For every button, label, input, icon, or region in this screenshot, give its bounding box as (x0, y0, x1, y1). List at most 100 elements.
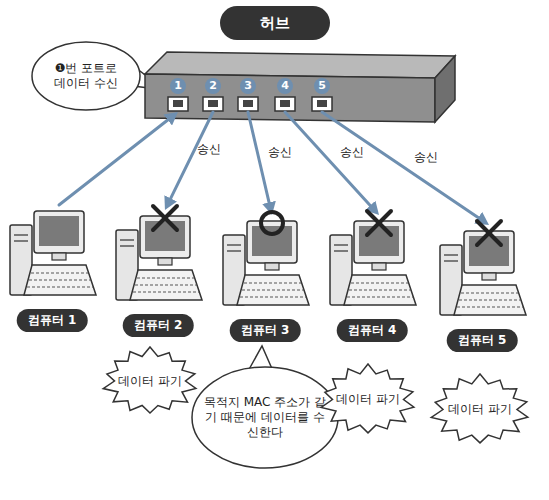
signal-arrow (248, 112, 270, 204)
monitor-stand (52, 253, 66, 260)
drive-slot (120, 245, 134, 246)
edge-label: 송신 (197, 141, 221, 158)
reject-mark-stroke (477, 221, 501, 245)
starburst-text: 데이터 파기 (448, 402, 512, 417)
drive-slot (334, 250, 348, 251)
monitor-screen (39, 216, 79, 246)
keyboard-keys (457, 307, 523, 308)
callout-number: 2 (205, 78, 221, 94)
signal-arrow (285, 112, 372, 207)
drive-slot (444, 260, 458, 261)
reject-mark-stroke (367, 211, 391, 235)
keyboard (24, 265, 96, 295)
keyboard-keys (27, 287, 93, 288)
port-socket (237, 96, 259, 112)
hub-body (145, 52, 455, 122)
callout-number: 5 (314, 78, 330, 94)
signal-arrow (322, 112, 480, 219)
hub-port: 2 (200, 78, 226, 112)
computer-illustration (2, 205, 102, 305)
starburst-callout: 데이터 파기 (428, 372, 532, 447)
reject-mark (153, 206, 177, 230)
starburst-callout: 데이터 파기 (100, 345, 200, 417)
computer-label: 컴퓨터 4 (337, 319, 408, 342)
monitor-frame (34, 211, 84, 253)
keyboard-keys (135, 285, 197, 286)
keyboard (454, 285, 526, 315)
hub-port: 4 (272, 78, 298, 112)
keyboard-keys (351, 283, 408, 284)
starburst-text: 데이터 파기 (336, 392, 400, 407)
port-socket (202, 96, 224, 112)
signal-arrow (170, 112, 213, 200)
port-socket-frame (275, 97, 295, 111)
port-socket-frame (203, 97, 223, 111)
speech-bubble: ❶번 포트로 데이터 수신 (30, 40, 142, 112)
drive-slot (334, 244, 348, 245)
speech-bubble-text: 목적지 MAC 주소가 같기 때문에 데이터를 수신한다 (203, 395, 328, 440)
text-holder: 데이터 파기 (318, 362, 418, 437)
drive-slot (120, 239, 134, 240)
starburst-shape (431, 374, 528, 443)
text-holder: ❶번 포트로 데이터 수신 (30, 40, 142, 112)
port-socket-hole (208, 100, 218, 107)
keyboard-keys (347, 297, 413, 298)
monitor-frame (247, 221, 297, 263)
keyboard-keys (133, 292, 199, 293)
monitor-screen (145, 221, 185, 251)
computer-terminal: 컴퓨터 3 (215, 215, 315, 345)
computer-label: 컴퓨터 3 (230, 319, 301, 342)
keyboard-keys (349, 290, 411, 291)
computer-terminal: 컴퓨터 4 (322, 215, 422, 345)
computer-terminal: 컴퓨터 2 (108, 210, 208, 340)
port-socket-hole (173, 100, 183, 107)
speech-bubble: 목적지 MAC 주소가 같기 때문에 데이터를 수신한다 (190, 365, 340, 470)
edge-label: 송신 (414, 149, 438, 166)
computer-label: 컴퓨터 5 (447, 329, 518, 352)
monitor-screen (252, 226, 292, 256)
hub-side-face (435, 56, 455, 122)
computer-label: 컴퓨터 1 (17, 309, 88, 332)
drive-slot (14, 234, 28, 235)
port-socket-hole (317, 100, 327, 107)
text-holder: 목적지 MAC 주소가 같기 때문에 데이터를 수신한다 (190, 365, 340, 470)
hub-title: 허브 (220, 6, 330, 40)
monitor-stand (482, 273, 496, 280)
monitor-screen (359, 226, 399, 256)
computer-terminal: 컴퓨터 5 (432, 225, 532, 355)
accept-mark (261, 212, 283, 234)
drive-slot (444, 254, 458, 255)
keyboard-keys (459, 300, 521, 301)
computer-terminal: 컴퓨터 1 (2, 205, 102, 335)
hub-port: 1 (165, 78, 191, 112)
keyboard-keys (242, 290, 304, 291)
text-holder: 데이터 파기 (428, 372, 532, 447)
callout-number: 3 (240, 78, 256, 94)
starburst-shape (321, 364, 414, 433)
monitor-stand (372, 263, 386, 270)
hub-port: 3 (235, 78, 261, 112)
computer-label: 컴퓨터 2 (123, 314, 194, 337)
port-socket-frame (238, 97, 258, 111)
signal-arrow (59, 119, 169, 205)
drive-slot (227, 244, 241, 245)
port-socket (274, 96, 296, 112)
monitor-screen (469, 236, 509, 266)
drive-slot (227, 250, 241, 251)
keyboard-keys (244, 283, 301, 284)
port-socket-hole (280, 100, 290, 107)
keyboard (344, 275, 416, 305)
keyboard (130, 270, 202, 300)
keyboard-keys (137, 278, 194, 279)
hub-front-face (145, 74, 435, 122)
keyboard-keys (240, 297, 306, 298)
port-socket-hole (243, 100, 253, 107)
keyboard-keys (31, 273, 88, 274)
monitor-frame (140, 216, 190, 258)
keyboard-keys (29, 280, 91, 281)
